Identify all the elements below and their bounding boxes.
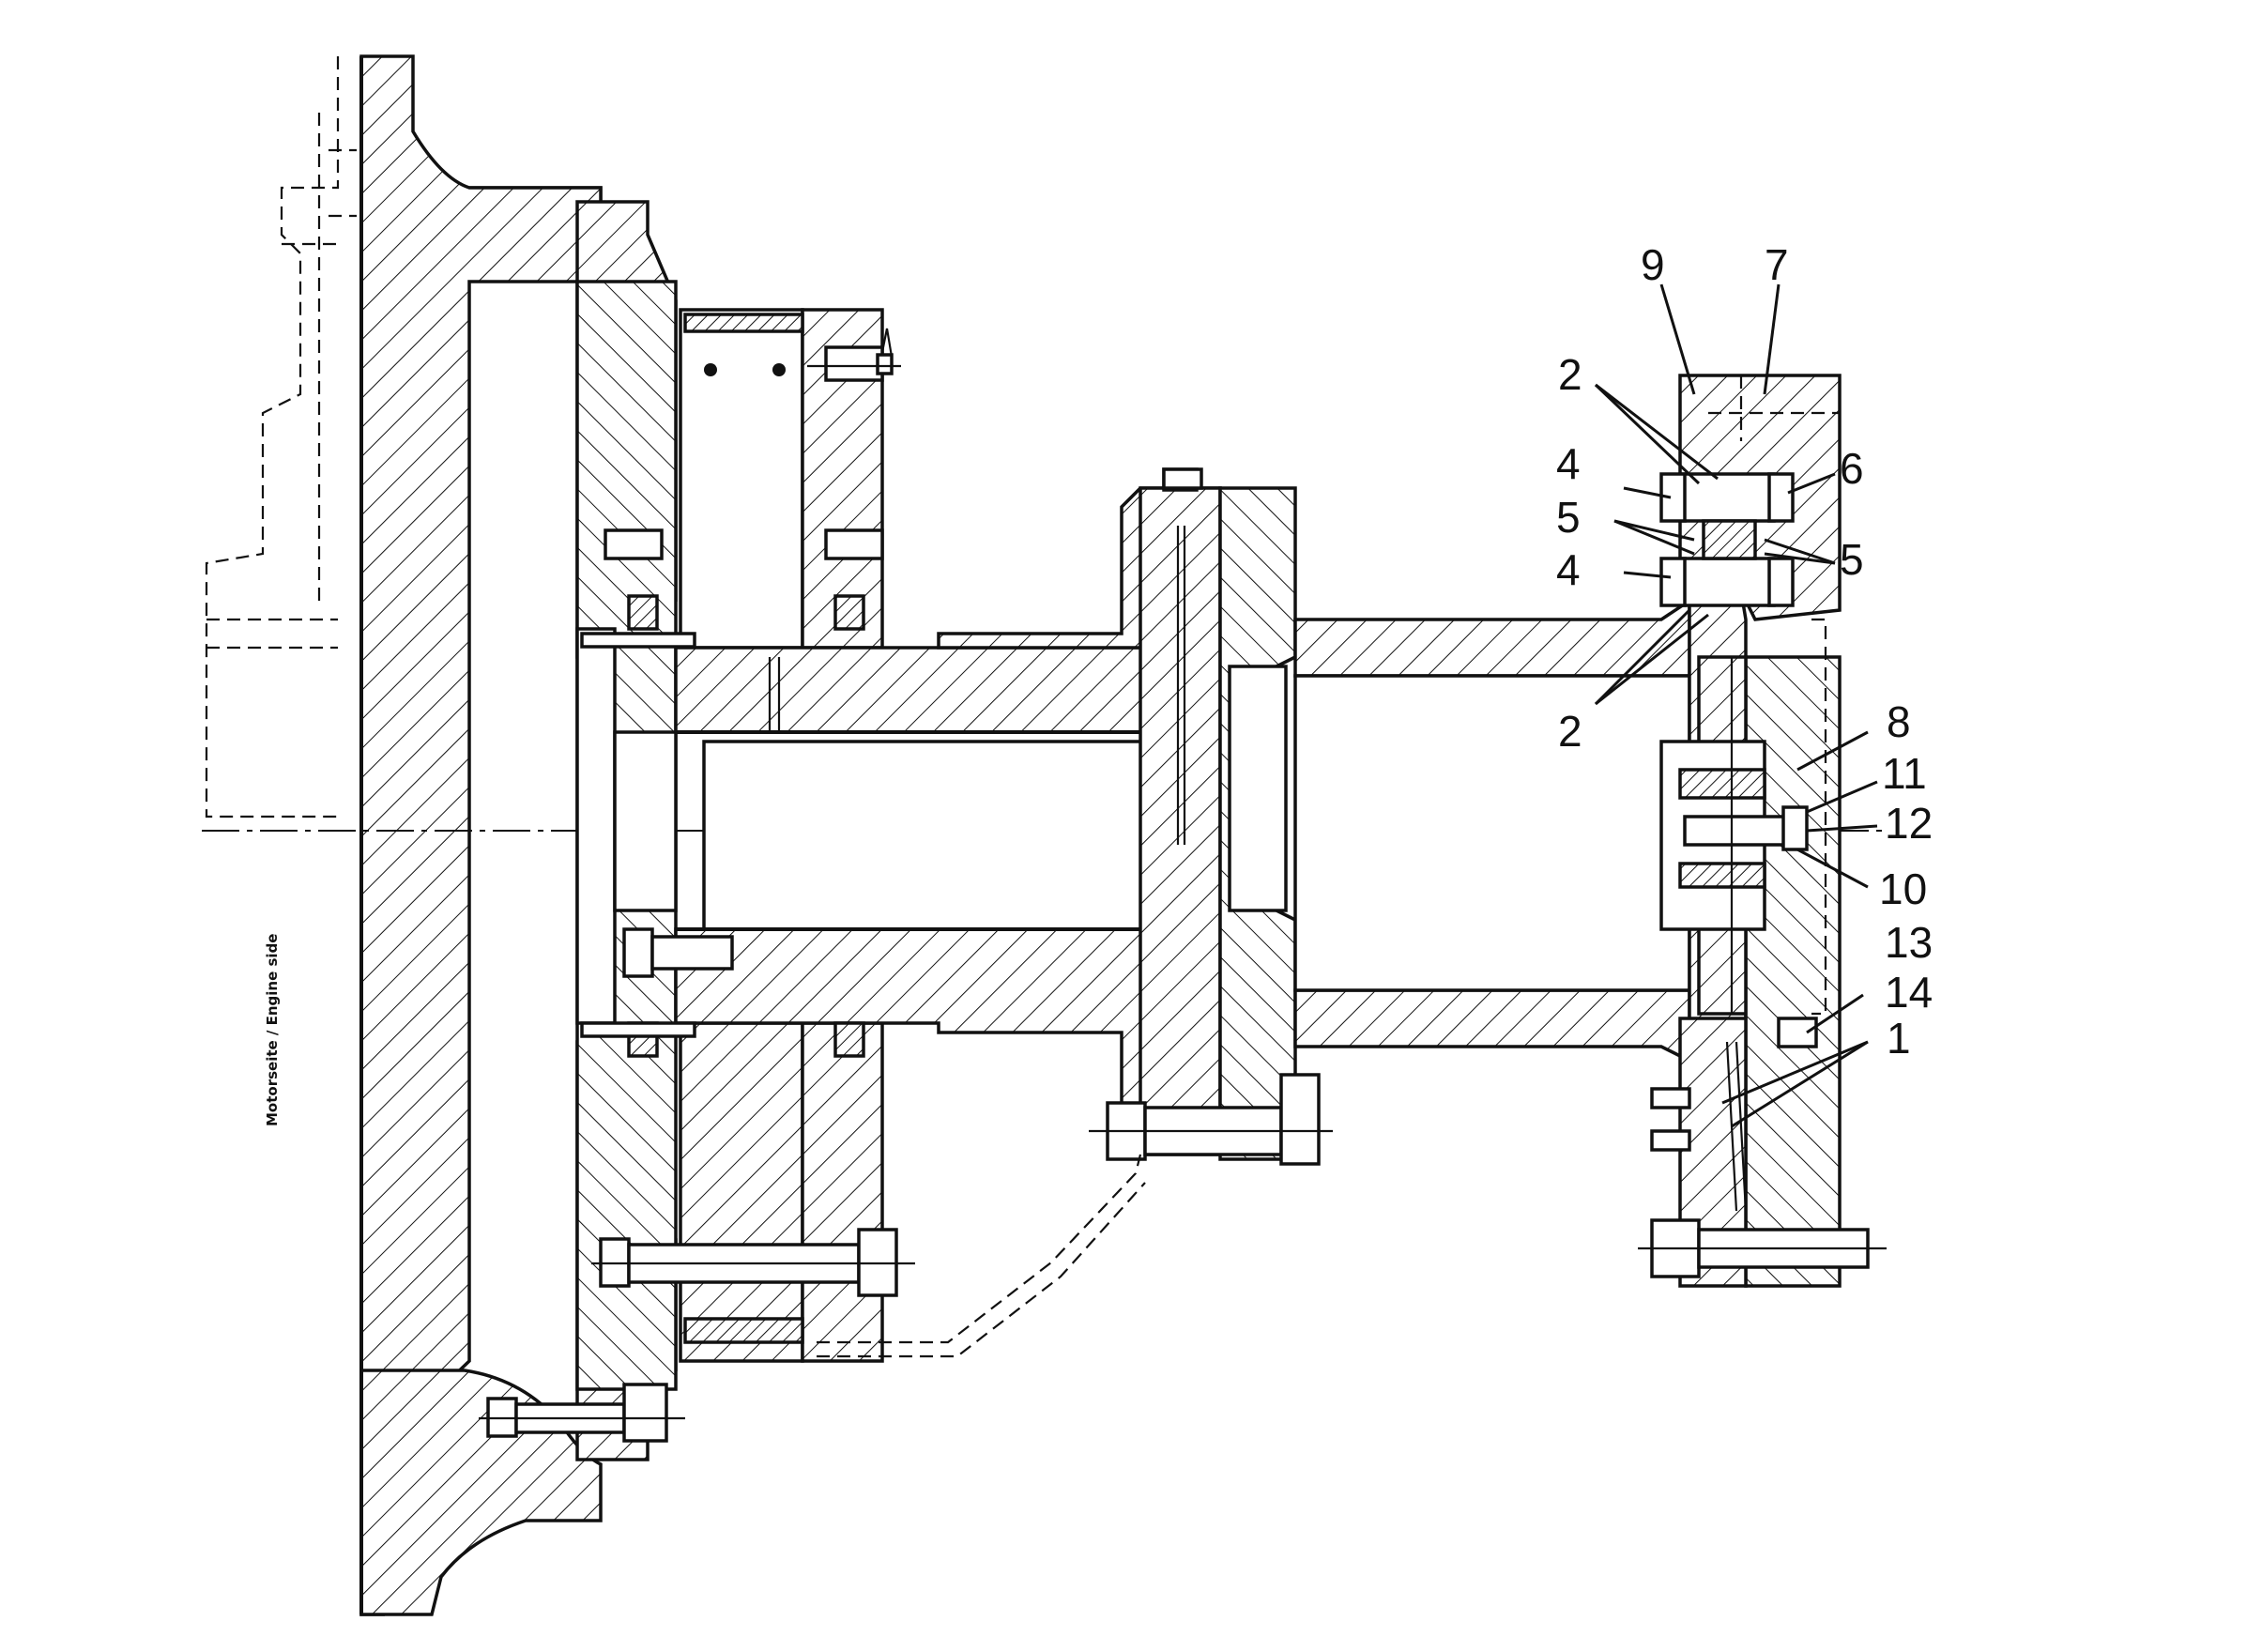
- engine-side-note: Motorseite / Engine side: [264, 934, 281, 1126]
- fasteners: [479, 345, 1333, 1443]
- intermediate-flange: [1139, 467, 1297, 1161]
- callout-12: 12: [1885, 799, 1933, 848]
- callout-11: 11: [1882, 749, 1927, 798]
- callout-labels: 9 7 2 4 6 5 5 4 2 8 11 12 10 13 14 1: [1556, 240, 1933, 1063]
- callout-1: 1: [1887, 1014, 1911, 1063]
- right-hub: [1638, 374, 1887, 1288]
- spacer-tube: [1293, 597, 1691, 1063]
- callout-6: 6: [1840, 444, 1864, 493]
- callout-leaders: [1594, 283, 1878, 1128]
- callout-5-right: 5: [1840, 535, 1864, 584]
- callout-2-lower: 2: [1558, 707, 1582, 756]
- flange-plate: [575, 280, 678, 1391]
- callout-2-upper: 2: [1558, 350, 1582, 399]
- callout-10: 10: [1879, 864, 1927, 913]
- callout-9: 9: [1641, 240, 1665, 289]
- callout-14: 14: [1885, 968, 1933, 1017]
- callout-4-lower: 4: [1556, 545, 1581, 594]
- callout-7: 7: [1765, 240, 1789, 289]
- callout-4-upper: 4: [1556, 439, 1581, 488]
- callout-13: 13: [1885, 918, 1933, 967]
- callout-5-left: 5: [1556, 493, 1581, 542]
- callout-8: 8: [1887, 697, 1911, 746]
